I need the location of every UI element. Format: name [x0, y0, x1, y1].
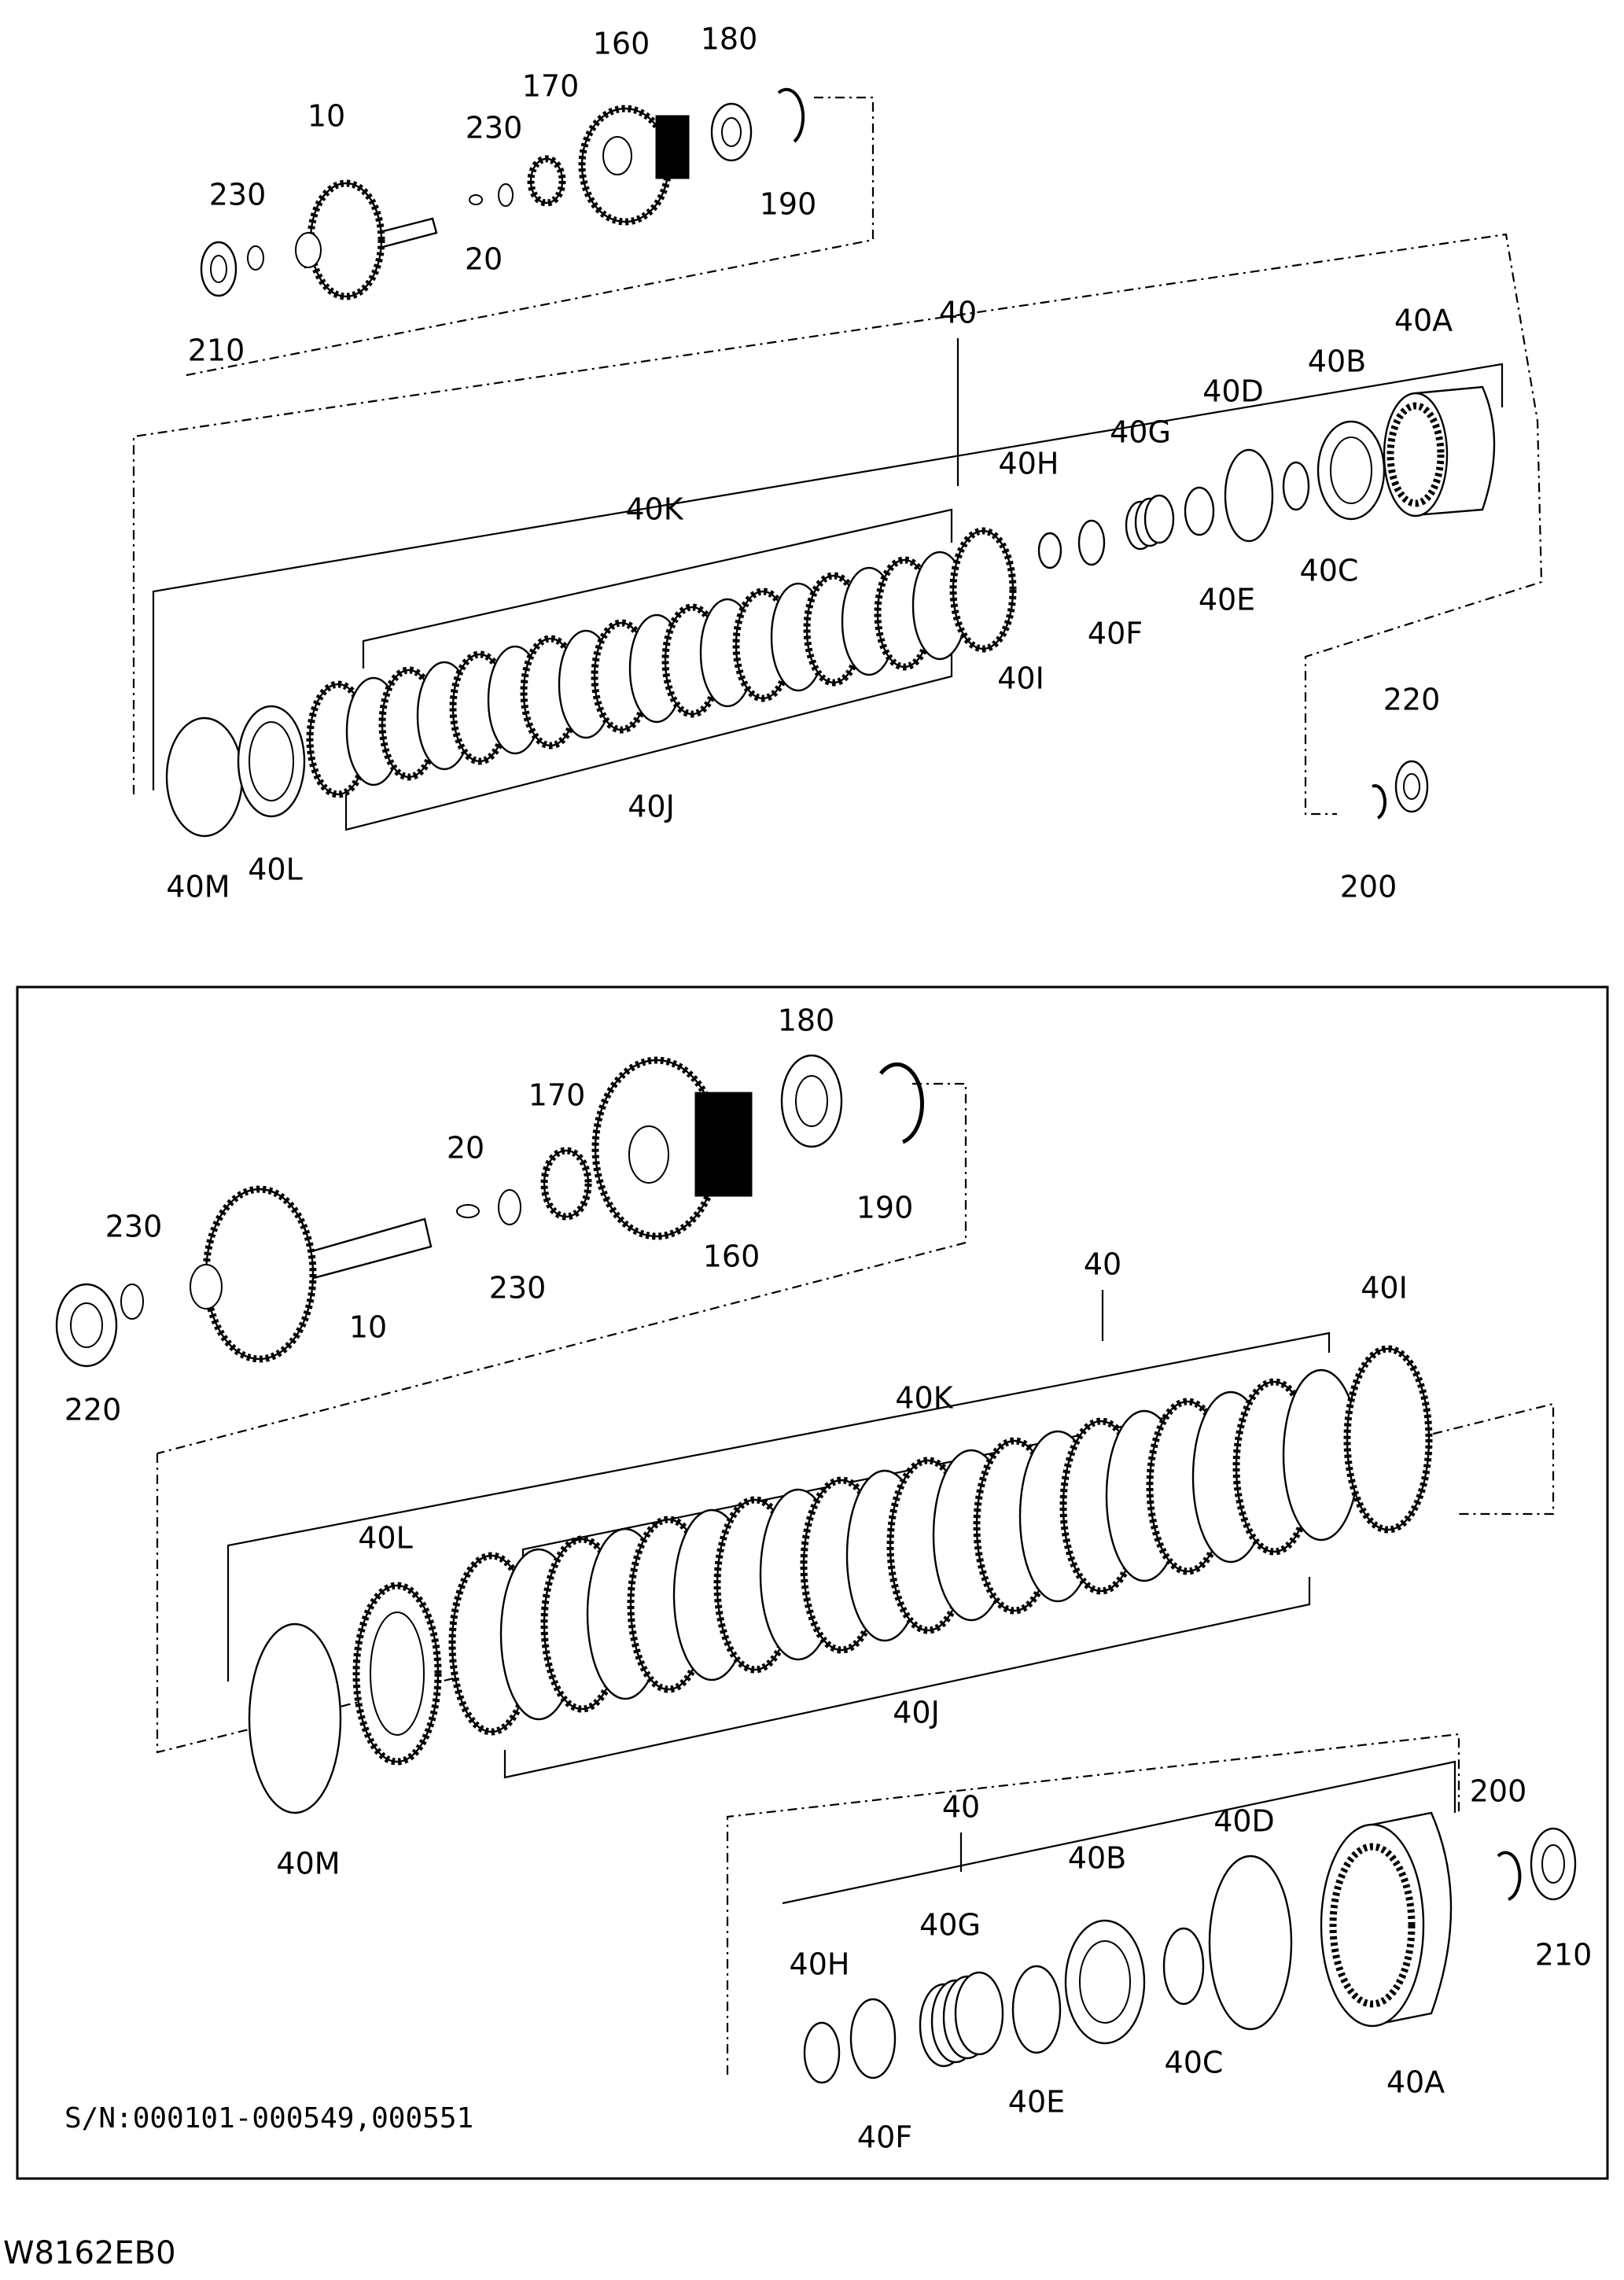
upper-clutch-plates — [306, 527, 1017, 798]
lower-label-10: 10 — [349, 1310, 387, 1345]
upper-snap-ring-190 — [777, 87, 805, 143]
lower-label-40G: 40G — [919, 1908, 981, 1943]
lower-label-220: 220 — [64, 1393, 122, 1427]
lower-ring-230a — [120, 1284, 144, 1320]
lower-40J-bracket — [503, 1577, 1311, 1779]
upper-label-40E: 40E — [1199, 583, 1255, 617]
lower-ring-40D — [1208, 1855, 1293, 2031]
upper-label-40M: 40M — [166, 870, 230, 904]
lower-label-200: 200 — [1470, 1774, 1527, 1809]
lower-bearing-170 — [543, 1149, 590, 1218]
lower-pin-20 — [456, 1204, 480, 1218]
lower-label-40F: 40F — [857, 2120, 912, 2155]
upper-gear-10 — [309, 182, 383, 298]
upper-pin-20 — [469, 194, 483, 205]
upper-label-160: 160 — [593, 27, 650, 61]
upper-ring-40F — [1077, 519, 1106, 566]
lower-snap-ring-190 — [879, 1062, 924, 1144]
lower-clutch-group-outline — [156, 1402, 1555, 1754]
lower-label-170: 170 — [528, 1078, 586, 1113]
lower-label-230a: 230 — [105, 1210, 163, 1244]
lower-ring-40H — [803, 2021, 841, 2084]
lower-label-160: 160 — [703, 1239, 760, 1274]
lower-shaft-group-outline — [157, 1082, 967, 1455]
upper-40J-bracket — [344, 649, 953, 831]
upper-spring-40G — [1125, 494, 1175, 551]
lower-label-40J: 40J — [893, 1696, 940, 1730]
lower-label-40: 40 — [1084, 1247, 1121, 1282]
upper-label-170: 170 — [522, 69, 580, 104]
upper-ring-40M — [165, 716, 244, 838]
lower-40-bracket — [226, 1332, 1331, 1681]
lower-label-40-piston: 40 — [942, 1790, 980, 1825]
lower-clutch-plates — [448, 1345, 1433, 1736]
upper-label-40H: 40H — [999, 447, 1059, 481]
lower-label-40L: 40L — [358, 1521, 413, 1556]
upper-label-40L: 40L — [248, 853, 303, 887]
lower-label-40D: 40D — [1213, 1804, 1275, 1839]
lower-40-piston-bracket — [782, 1760, 1456, 1905]
lower-label-230b: 230 — [489, 1271, 547, 1306]
lower-label-180: 180 — [778, 1004, 835, 1038]
upper-label-10: 10 — [307, 99, 345, 134]
drawing-code: W8162EB0 — [3, 2235, 176, 2271]
lower-label-40M: 40M — [276, 1847, 340, 1881]
upper-label-20: 20 — [465, 242, 503, 277]
lower-label-210: 210 — [1535, 1938, 1593, 1972]
upper-label-230b: 230 — [466, 111, 523, 145]
lower-ring-40M — [248, 1623, 342, 1814]
upper-label-200: 200 — [1340, 870, 1398, 904]
lower-frame — [16, 985, 1609, 2180]
upper-label-40: 40 — [939, 296, 977, 330]
upper-label-40G: 40G — [1110, 415, 1171, 450]
lower-piston-group-outline — [726, 1733, 1460, 2075]
lower-label-40C: 40C — [1165, 2046, 1224, 2080]
lower-label-190: 190 — [856, 1191, 914, 1225]
lower-label-20: 20 — [447, 1131, 484, 1166]
lower-snap-ring-200 — [1497, 1851, 1522, 1901]
upper-ring-40C — [1282, 461, 1310, 511]
upper-label-40A: 40A — [1394, 304, 1453, 338]
lower-ring-40E — [1011, 1965, 1062, 2054]
upper-label-40C: 40C — [1300, 554, 1359, 588]
lower-label-40B: 40B — [1068, 1841, 1126, 1876]
serial-number-note: S/N:000101-000549,000551 — [64, 2102, 473, 2135]
upper-ring-40D — [1224, 448, 1274, 543]
upper-ring-40E — [1184, 486, 1215, 536]
lower-ring-40F — [849, 1998, 897, 2079]
upper-ring-40H — [1037, 532, 1062, 569]
lower-assembly: 10 20 160 170 180 190 220 230 230 40 40 … — [55, 1004, 1593, 2155]
upper-label-40B: 40B — [1308, 344, 1366, 379]
lower-label-40A: 40A — [1386, 2065, 1445, 2100]
upper-label-220: 220 — [1383, 683, 1441, 717]
upper-label-40J: 40J — [628, 790, 675, 824]
upper-snap-ring-200 — [1372, 784, 1386, 820]
upper-label-180: 180 — [701, 22, 758, 57]
upper-label-230a: 230 — [209, 178, 267, 212]
lower-label-40K: 40K — [895, 1381, 953, 1416]
upper-ring-230a — [247, 245, 264, 271]
upper-label-40I: 40I — [997, 661, 1044, 696]
upper-ring-230b — [498, 183, 514, 207]
lower-spring-40G — [919, 1971, 1004, 2068]
lower-ring-40C — [1162, 1927, 1205, 2006]
lower-label-40I: 40I — [1361, 1271, 1408, 1306]
lower-label-40H: 40H — [790, 1947, 850, 1982]
upper-clutch-group-outline — [132, 233, 1543, 816]
upper-label-210: 210 — [188, 333, 245, 368]
upper-gear-160-spline — [655, 115, 690, 179]
upper-label-40D: 40D — [1202, 374, 1264, 409]
upper-label-40K: 40K — [625, 492, 683, 527]
upper-label-190: 190 — [760, 187, 817, 222]
lower-label-40E: 40E — [1008, 2085, 1065, 2120]
lower-gear-160-spline — [694, 1092, 753, 1197]
upper-40K-bracket — [362, 508, 953, 669]
lower-ring-230b — [498, 1189, 521, 1225]
upper-40-bracket — [152, 363, 1504, 790]
upper-shaft-group-outline — [182, 96, 875, 378]
upper-assembly: 10 20 160 170 180 190 210 230 230 40 40A… — [132, 22, 1543, 904]
upper-label-40F: 40F — [1088, 617, 1143, 651]
